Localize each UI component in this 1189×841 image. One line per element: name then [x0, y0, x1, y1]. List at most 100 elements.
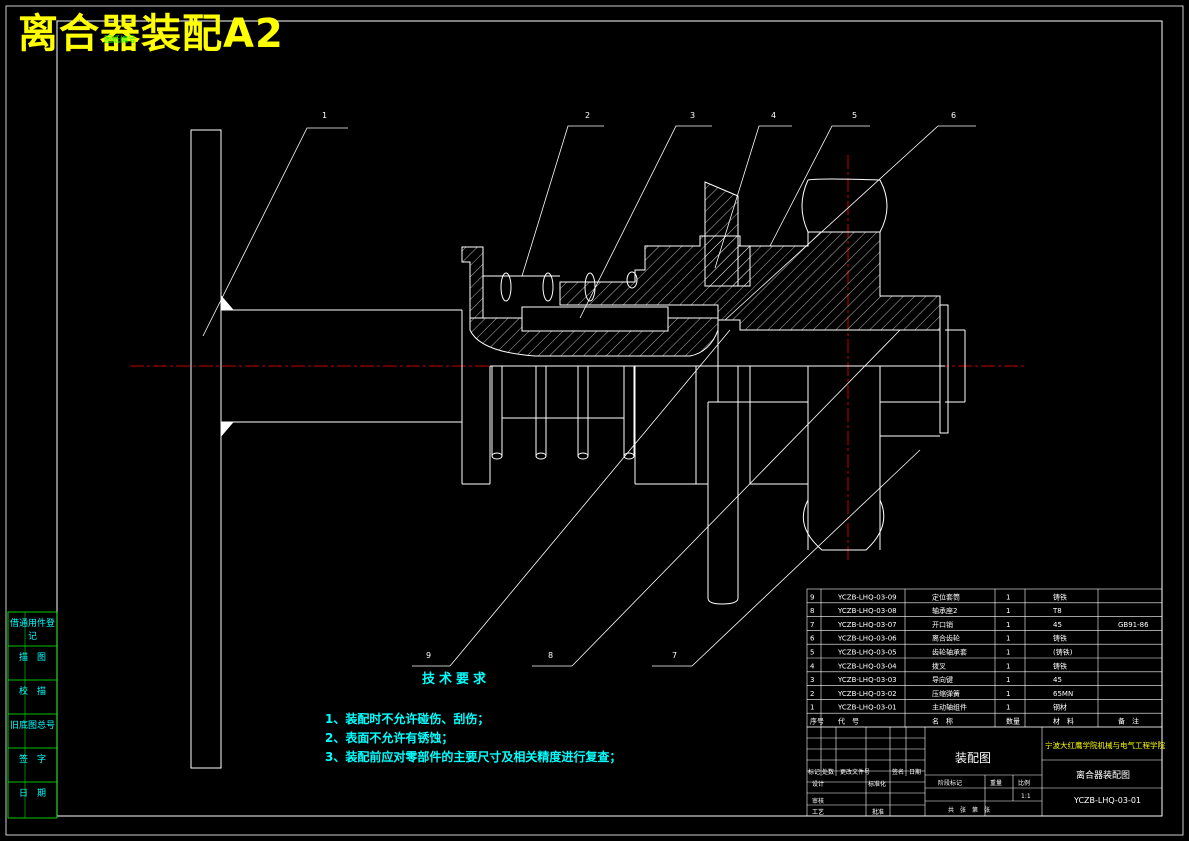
tb-process: 工艺 — [812, 808, 824, 816]
bom-cell-name: 压缩弹簧 — [932, 689, 960, 698]
bom-header-name: 名 称 — [932, 717, 953, 726]
balloon-2: 2 — [585, 111, 590, 120]
tb-scale-value: 1:1 — [1021, 793, 1031, 800]
bom-cell-material: 铸铁 — [1053, 592, 1067, 601]
tb-approve: 批准 — [872, 808, 884, 816]
tb-mark: 标记 — [808, 768, 820, 776]
tb-design: 设计 — [812, 780, 824, 788]
balloon-9: 9 — [426, 651, 431, 660]
bom-cell-code: YCZB-LHQ-03-01 — [837, 704, 897, 712]
tb-scale: 比例 — [1018, 779, 1030, 787]
side-label-date: 日 期 — [18, 789, 46, 799]
bom-cell-material: 钢材 — [1053, 703, 1067, 712]
tb-standard: 标准化 — [868, 780, 886, 788]
centerlines — [130, 155, 1025, 560]
bom-cell-no: 3 — [810, 676, 814, 684]
notes-heading: 技术要求 — [422, 672, 491, 687]
bom-cell-code: YCZB-LHQ-03-07 — [837, 621, 897, 629]
part-spring-assembly — [461, 181, 941, 357]
side-label-old-number: 旧底图总号 — [9, 721, 55, 731]
side-label-signature: 签 字 — [18, 755, 46, 765]
bom-cell-qty: 1 — [1006, 635, 1010, 643]
tb-change: 更改文件号 — [840, 768, 870, 776]
bom-cell-name: 轴承座2 — [932, 606, 957, 615]
bom-cell-no: 9 — [810, 593, 814, 601]
drawing-name: 离合器装配图 — [1076, 769, 1130, 781]
side-label-check: 校 描 — [18, 687, 46, 697]
bom-cell-qty: 1 — [1006, 593, 1010, 601]
bom-cell-qty: 1 — [1006, 607, 1010, 615]
title-block-text: 装配图 宁波大红鹰学院机械与电气工程学院 离合器装配图 YCZB-LHQ-03-… — [808, 740, 1165, 816]
bom-cell-name: 定位套筒 — [932, 592, 960, 601]
bom-cell-qty: 1 — [1006, 662, 1010, 670]
part-lower-housing — [634, 178, 940, 605]
bom-cell-code: YCZB-LHQ-03-02 — [837, 690, 897, 698]
tb-stage: 阶段标记 — [938, 779, 962, 787]
balloon-5: 5 — [852, 111, 857, 120]
bom-cell-code: YCZB-LHQ-03-05 — [837, 649, 897, 657]
spring-coils — [491, 271, 638, 460]
note-item-1: 1、装配时不允许碰伤、刮伤； — [325, 712, 490, 726]
bom-cell-qty: 1 — [1006, 621, 1010, 629]
bom-cell-qty: 1 — [1006, 704, 1010, 712]
bom-cell-name: 主动轴组件 — [932, 703, 967, 712]
tb-count: 处数 — [822, 768, 834, 776]
bom-cell-code: YCZB-LHQ-03-09 — [837, 593, 897, 601]
balloon-8: 8 — [548, 651, 553, 660]
side-label-trace: 描 图 — [18, 653, 46, 663]
balloon-3: 3 — [690, 111, 695, 120]
note-item-2: 2、表面不允许有锈蚀； — [325, 731, 454, 745]
note-item-3: 3、装配前应对零部件的主要尺寸及相关精度进行复查； — [325, 750, 622, 764]
side-label-borrow: 借通用件登记 — [9, 619, 55, 642]
bom-cell-code: YCZB-LHQ-03-06 — [837, 635, 897, 643]
drawing-frame — [5, 5, 1184, 836]
bom-cell-material: T8 — [1052, 607, 1062, 615]
drawing-stamp: 图纸编号 — [104, 35, 136, 44]
bom-cell-material: 铸铁 — [1053, 661, 1067, 670]
bom-cell-no: 1 — [810, 704, 814, 712]
bom-cell-no: 2 — [810, 690, 814, 698]
bom-cell-material: 45 — [1053, 621, 1062, 629]
bom-cell-name: 开口销 — [932, 620, 953, 629]
bom-cell-code: YCZB-LHQ-03-03 — [837, 676, 897, 684]
balloon-1: 1 — [322, 111, 327, 120]
bom-table — [806, 588, 1163, 728]
bom-cell-qty: 1 — [1006, 676, 1010, 684]
drawing-title: 离合器装配A2 — [18, 11, 284, 57]
bom-cell-no: 7 — [810, 621, 814, 629]
bom-cell-name: 导向键 — [932, 675, 953, 684]
bom-cell-no: 8 — [810, 607, 814, 615]
bom-cell-qty: 1 — [1006, 649, 1010, 657]
balloon-7: 7 — [672, 651, 677, 660]
bom-header-qty: 数量 — [1006, 717, 1020, 726]
tb-review: 审核 — [812, 797, 824, 805]
bom-header-no: 序号 — [810, 717, 824, 726]
bom-cell-material: (铸铁) — [1053, 648, 1073, 657]
school-name: 宁波大红鹰学院机械与电气工程学院 — [1045, 740, 1165, 750]
bom-cell-qty: 1 — [1006, 690, 1010, 698]
balloon-6: 6 — [951, 111, 956, 120]
bom-cell-no: 6 — [810, 635, 815, 643]
bom-header-material: 材 料 — [1053, 717, 1074, 726]
drawing-type: 装配图 — [955, 751, 991, 765]
tb-signature: 签名 — [892, 768, 904, 776]
bom-header-code: 代 号 — [838, 717, 859, 726]
bom-cell-no: 4 — [810, 662, 815, 670]
balloon-4: 4 — [771, 111, 776, 120]
bom-header-remark: 备 注 — [1118, 717, 1139, 726]
bom-cell-name: 离合齿轮 — [932, 634, 960, 643]
tb-sheet: 共 张 第 张 — [948, 806, 990, 814]
bom-cell-name: 拨叉 — [932, 661, 946, 670]
balloon-labels: 1 2 3 4 5 6 7 8 9 — [322, 111, 956, 660]
drawing-code: YCZB-LHQ-03-01 — [1073, 796, 1141, 805]
bom-cell-material: 铸铁 — [1053, 634, 1067, 643]
bom-cell-name: 齿轮轴承套 — [932, 648, 967, 657]
bom-cell-material: 45 — [1053, 676, 1062, 684]
title-block — [806, 726, 1163, 817]
leader-lines — [202, 125, 976, 667]
tb-weight: 重量 — [990, 779, 1002, 787]
bom-cell-no: 5 — [810, 649, 814, 657]
bom-cell-code: YCZB-LHQ-03-04 — [837, 662, 897, 670]
